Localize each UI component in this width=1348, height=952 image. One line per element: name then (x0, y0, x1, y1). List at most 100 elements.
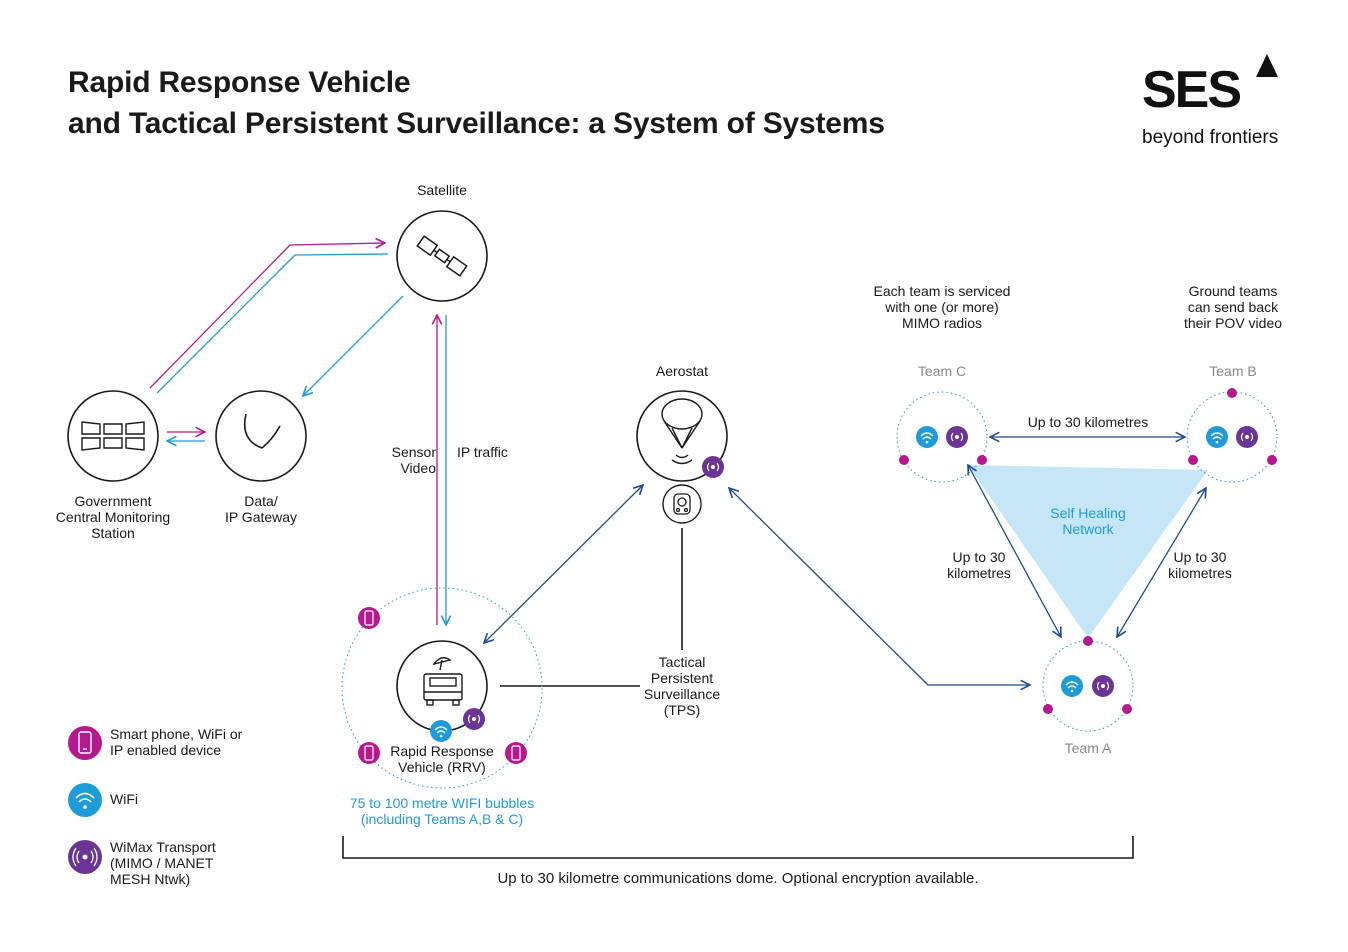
legend-smartphone-line-1: Smart phone, WiFi or (110, 726, 243, 742)
rrv-node (396, 640, 488, 732)
rrv-label: Rapid Response Vehicle (RRV) (372, 743, 512, 775)
rrv-smartphone-icon (505, 742, 527, 764)
team-b-label: Team B (1209, 363, 1257, 379)
tps-label-line-2: Persistent (650, 670, 714, 686)
sensor-video-line-1: Sensor (391, 444, 436, 460)
satellite-icon (416, 235, 468, 277)
gateway-icon (243, 413, 281, 449)
tps-label: Tactical Persistent Surveillance (TPS) (622, 654, 742, 718)
team-b-a-distance-line-1: Up to 30 (1173, 549, 1227, 565)
team-b-node (1188, 388, 1277, 465)
team-b-a-distance-line-2: kilometres (1168, 565, 1232, 581)
team-service-note-line-2: with one (or more) (885, 299, 999, 315)
team-b-a-link (1117, 488, 1206, 637)
rrv-aerostat-link (484, 485, 643, 643)
network-label-line-2: Network (1062, 521, 1114, 537)
legend-smartphone-label: Smart phone, WiFi or IP enabled device (110, 726, 242, 758)
tps-label-line-4: (TPS) (663, 702, 701, 718)
page-title-line-2: and Tactical Persistent Surveillance: a … (68, 107, 885, 140)
dome-bracket (342, 836, 1134, 859)
government-label-line-2: Central Monitoring (55, 509, 171, 525)
team-b-a-distance-label: Up to 30 kilometres (1155, 549, 1245, 581)
government-label-line-3: Station (91, 525, 135, 541)
aerostat-node (636, 390, 728, 482)
pov-note-line-3: their POV video (1183, 315, 1283, 331)
network-label-line-1: Self Healing (1050, 505, 1126, 521)
gateway-label: Data/ IP Gateway (201, 493, 321, 525)
rrv-label-line-1: Rapid Response (390, 743, 494, 759)
gateway-node (215, 390, 307, 482)
team-c-device-dot (977, 455, 987, 465)
wifi-bubble-note-line-2: (including Teams A,B & C) (360, 811, 524, 827)
aerostat-label: Aerostat (655, 363, 709, 379)
government-station-label: Government Central Monitoring Station (43, 493, 183, 541)
tps-label-line-3: Surveillance (643, 686, 721, 702)
satellite-node (396, 210, 488, 302)
team-a-node (1043, 636, 1132, 714)
team-a-label: Team A (1064, 740, 1112, 756)
team-c-a-distance-line-1: Up to 30 (952, 549, 1006, 565)
wifi-bubble-note-line-1: 75 to 100 metre WIFI bubbles (349, 795, 535, 811)
team-c-bubble (896, 391, 988, 483)
rrv-label-line-2: Vehicle (RRV) (398, 759, 486, 775)
legend-wimax-icon (68, 840, 102, 874)
team-c-a-distance-label: Up to 30 kilometres (934, 549, 1024, 581)
legend-wimax-label: WiMax Transport (MIMO / MANET MESH Ntwk) (110, 839, 216, 887)
brand-tagline: beyond frontiers (1142, 127, 1279, 148)
gateway-label-line-1: Data/ (244, 493, 278, 509)
team-b-bubble (1186, 391, 1278, 483)
legend-smartphone-icon (68, 726, 102, 760)
rrv-smartphone-icon (358, 607, 380, 629)
gov-satellite-magenta-link-top (289, 243, 385, 245)
rrv-wifi-bubble (341, 587, 543, 789)
team-service-note-line-1: Each team is serviced (873, 283, 1011, 299)
rrv-smartphone-icon (358, 742, 380, 764)
legend-wimax-line-1: WiMax Transport (110, 839, 216, 855)
team-a-device-dot (1083, 636, 1093, 646)
legend-wimax-line-3: MESH Ntwk) (110, 871, 191, 887)
brand-logo: SES (1142, 61, 1242, 119)
self-healing-network-label: Self Healing Network (1033, 505, 1143, 537)
aerostat-wimax-icon (702, 456, 724, 478)
vehicle-icon (423, 657, 463, 706)
ip-traffic-label: IP traffic (457, 444, 508, 460)
satellite-label: Satellite (417, 182, 467, 198)
team-c-a-distance-line-2: kilometres (947, 565, 1011, 581)
aerostat-icon (661, 398, 703, 465)
team-c-device-dot (899, 455, 909, 465)
legend-smartphone-line-2: IP enabled device (110, 742, 222, 758)
sensor-video-label: Sensor Video (376, 444, 436, 476)
team-b-device-dot (1188, 455, 1198, 465)
satellite-gateway-link (303, 295, 404, 396)
team-c-node (899, 426, 987, 465)
pov-note-line-2: can send back (1187, 299, 1279, 315)
windows-icon (81, 421, 145, 451)
gov-satellite-magenta-link (149, 244, 291, 389)
team-b-device-dot (1267, 455, 1277, 465)
sensor-video-line-2: Video (400, 460, 436, 476)
gov-satellite-cyan-link (156, 254, 296, 394)
camera-icon (673, 493, 691, 515)
team-service-note: Each team is serviced with one (or more)… (862, 283, 1022, 331)
government-label-line-1: Government (74, 493, 152, 509)
gateway-label-line-2: IP Gateway (224, 509, 298, 525)
pov-video-note: Ground teams can send back their POV vid… (1163, 283, 1303, 331)
team-c-a-link (968, 465, 1061, 637)
aerostat-team-a-link (729, 488, 1030, 685)
rrv-wifi-icon (430, 720, 452, 742)
team-a-device-dot (1043, 704, 1053, 714)
team-c-b-distance-label: Up to 30 kilometres (1027, 414, 1149, 430)
page-title-line-1: Rapid Response Vehicle (68, 66, 411, 99)
team-c-label: Team C (917, 363, 967, 379)
gov-satellite-cyan-link-top (294, 253, 389, 256)
pov-note-line-1: Ground teams (1188, 283, 1278, 299)
team-a-device-dot (1122, 704, 1132, 714)
government-station-node (67, 390, 159, 482)
dome-caption: Up to 30 kilometre communications dome. … (497, 870, 979, 887)
team-service-note-line-3: MIMO radios (901, 315, 983, 331)
camera-node (662, 484, 702, 524)
team-a-bubble (1042, 640, 1134, 732)
legend-wifi-icon (68, 783, 102, 817)
